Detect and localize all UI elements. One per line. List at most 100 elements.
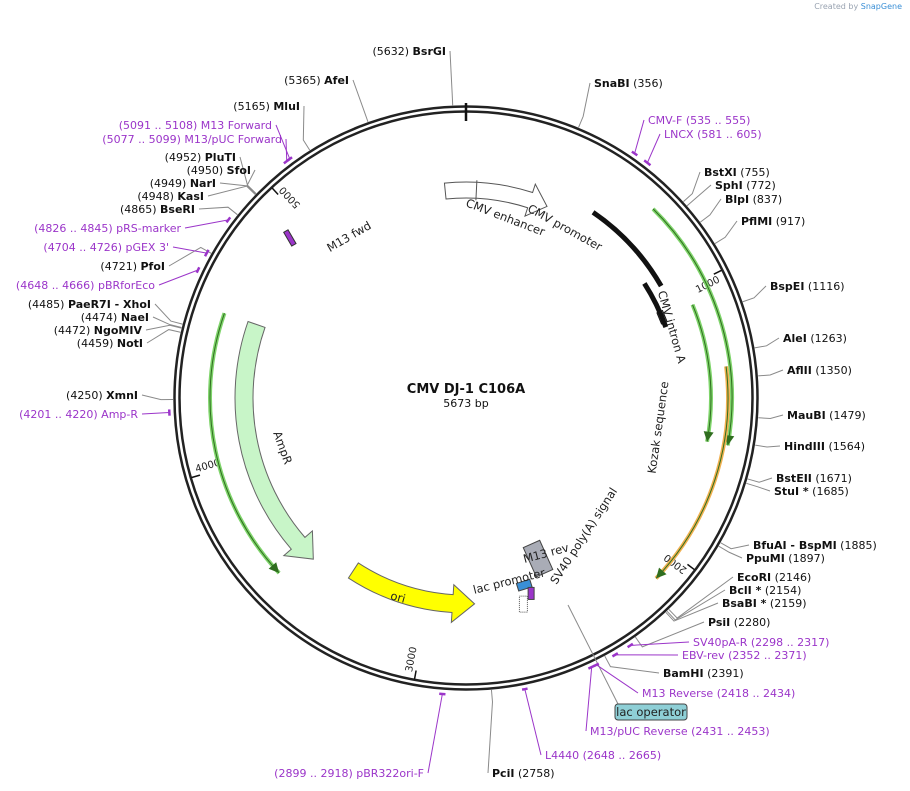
- primer-ebv-rev: EBV-rev (2352 .. 2371): [611, 649, 807, 662]
- scale-tick-2000: [687, 563, 696, 571]
- svg-text:(5365) AfeI: (5365) AfeI: [284, 74, 349, 87]
- svg-text:StuI * (1685): StuI * (1685): [774, 485, 849, 498]
- svg-text:EcoRI (2146): EcoRI (2146): [737, 571, 811, 584]
- feature-label-sv40-poly-a-signal: SV40 poly(A) signal: [547, 485, 620, 587]
- svg-text:(4826 .. 4845) pRS-marker: (4826 .. 4845) pRS-marker: [34, 222, 181, 235]
- feature-kozak-bar: [642, 282, 669, 328]
- svg-text:(4950) SfoI: (4950) SfoI: [187, 164, 251, 177]
- svg-text:L4440 (2648 .. 2665): L4440 (2648 .. 2665): [545, 749, 661, 762]
- site-bsrgi: (5632) BsrGI: [372, 45, 454, 106]
- svg-text:SphI (772): SphI (772): [715, 179, 776, 192]
- svg-text:AleI (1263): AleI (1263): [783, 332, 847, 345]
- site-maubi: MauBI (1479): [758, 409, 866, 422]
- primer-sv40pa-r: SV40pA-R (2298 .. 2317): [626, 636, 829, 649]
- primer-pbrforeco: (4648 .. 4666) pBRforEco: [16, 266, 201, 292]
- scale-label-3000: 3000: [404, 646, 419, 673]
- svg-text:(4201 .. 4220) Amp-R: (4201 .. 4220) Amp-R: [19, 408, 138, 421]
- site-psii: PsiI (2280): [634, 616, 770, 648]
- svg-text:M13 Reverse (2418 .. 2434): M13 Reverse (2418 .. 2434): [642, 687, 795, 700]
- svg-text:M13/pUC Reverse (2431 .. 2: M13/pUC Reverse (2431 .. 2453): [590, 725, 770, 738]
- svg-text:PciI (2758): PciI (2758): [492, 767, 555, 780]
- primer-l4440: L4440 (2648 .. 2665): [521, 687, 661, 762]
- site-pflmi: PflMI (917): [714, 215, 805, 244]
- svg-text:(4250) XmnI: (4250) XmnI: [66, 389, 138, 402]
- site-ppumi: PpuMI (1897): [718, 545, 825, 565]
- feature-m13-fwd-box: [283, 229, 297, 247]
- site-bfuai-bspmi: BfuAI - BspMI (1885): [720, 539, 877, 552]
- credit-prefix: Created by: [814, 2, 861, 11]
- svg-text:CMV-F (535 .. 555): CMV-F (535 .. 555): [648, 114, 750, 127]
- feature-label-kozak-sequence: Kozak sequence: [645, 381, 672, 475]
- site-hindiii: HindIII (1564): [755, 440, 865, 453]
- site-ngomiv: (4472) NgoMIV: [54, 324, 182, 337]
- svg-text:BamHI (2391): BamHI (2391): [663, 667, 744, 680]
- svg-text:(4704 .. 4726) pGEX 3': (4704 .. 4726) pGEX 3': [43, 241, 169, 254]
- scale-tick-4000: [191, 474, 201, 479]
- feature-label-ampr: AmpR: [270, 429, 295, 466]
- svg-text:BspEI (1116): BspEI (1116): [770, 280, 845, 293]
- svg-text:(4648 .. 4666) pBRforEco: (4648 .. 4666) pBRforEco: [16, 279, 155, 292]
- svg-text:BstEII (1671): BstEII (1671): [776, 472, 852, 485]
- site-aflii: AflII (1350): [758, 364, 852, 377]
- svg-text:lac operator: lac operator: [616, 705, 686, 719]
- site-pluti: (4952) PluTI: [165, 151, 257, 194]
- site-noti: (4459) NotI: [77, 329, 181, 350]
- svg-text:PflMI (917): PflMI (917): [741, 215, 805, 228]
- svg-text:PpuMI (1897): PpuMI (1897): [746, 552, 825, 565]
- scale-tick-5000: [271, 187, 279, 195]
- scale-tick-1000: [713, 269, 723, 275]
- svg-text:(4865) BseRI: (4865) BseRI: [120, 203, 195, 216]
- svg-text:SnaBI (356): SnaBI (356): [594, 77, 663, 90]
- primer-pgex-3: (4704 .. 4726) pGEX 3': [43, 241, 210, 257]
- feature-green-arrow-lower: [690, 303, 714, 443]
- svg-text:EBV-rev (2352 .. 2371): EBV-rev (2352 .. 2371): [682, 649, 807, 662]
- site-pcii: PciI (2758): [487, 689, 555, 780]
- primer-m13-puc-forward: (5077 .. 5099) M13/pUC Forward: [102, 133, 291, 165]
- site-paer7i-xhoi: (4485) PaeR7I - XhoI: [28, 298, 183, 325]
- site-afei: (5365) AfeI: [284, 74, 369, 123]
- svg-text:(5165) MluI: (5165) MluI: [233, 100, 300, 113]
- feature-sv40-polya-box: [522, 539, 554, 578]
- svg-text:(5077 .. 5099) M13/pUC Forwar: (5077 .. 5099) M13/pUC Forward: [102, 133, 282, 146]
- lac-operator-callout: lac operator: [567, 604, 688, 721]
- snapgene-credit: Created by SnapGene: [814, 2, 902, 11]
- svg-text:HindIII (1564): HindIII (1564): [784, 440, 865, 453]
- svg-text:MauBI (1479): MauBI (1479): [787, 409, 866, 422]
- site-alei: AleI (1263): [754, 332, 847, 349]
- feature-green-arrow-left: [208, 312, 281, 575]
- feature-orange-arrow: [654, 366, 730, 580]
- feature-cmv-divider: [475, 180, 478, 201]
- svg-text:BstXI (755): BstXI (755): [704, 166, 770, 179]
- site-bseri: (4865) BseRI: [120, 203, 238, 216]
- site-sphi: SphI (772): [686, 179, 776, 207]
- primer-cmv-f: CMV-F (535 .. 555): [631, 114, 750, 157]
- scale-label-5000: 5000: [278, 184, 303, 210]
- site-bspei: BspEI (1116): [742, 280, 845, 303]
- svg-text:(4485) PaeR7I - XhoI: (4485) PaeR7I - XhoI: [28, 298, 151, 311]
- credit-brand: SnapGene: [860, 2, 902, 11]
- svg-text:(5091 .. 5108) M13 Forward: (5091 .. 5108) M13 Forward: [119, 119, 272, 132]
- feature-cmv-intron-bar: [591, 210, 664, 288]
- site-ecori: EcoRI (2146): [668, 571, 811, 619]
- feature-ori-arrow: [347, 562, 476, 624]
- svg-text:(4948) KasI: (4948) KasI: [137, 190, 204, 203]
- feature-ampr-arrow: [234, 320, 314, 560]
- plasmid-name: CMV DJ-1 C106A: [407, 382, 525, 397]
- primer-amp-r: (4201 .. 4220) Amp-R: [19, 408, 171, 421]
- site-kasi: (4948) KasI: [137, 185, 256, 203]
- svg-text:(4721) PfoI: (4721) PfoI: [100, 260, 165, 273]
- svg-text:(4459) NotI: (4459) NotI: [77, 337, 143, 350]
- feature-lac-promoter-box: [518, 595, 528, 613]
- site-stui: StuI * (1685): [746, 482, 849, 498]
- svg-text:BlpI (837): BlpI (837): [725, 193, 782, 206]
- svg-text:(4472) NgoMIV: (4472) NgoMIV: [54, 324, 143, 337]
- scale-tick-3000: [413, 670, 417, 680]
- svg-text:SV40pA-R (2298 .. 2317): SV40pA-R (2298 .. 2317): [693, 636, 829, 649]
- svg-text:BfuAI - BspMI (1885): BfuAI - BspMI (1885): [753, 539, 877, 552]
- svg-text:(4474) NaeI: (4474) NaeI: [81, 311, 149, 324]
- site-mlui: (5165) MluI: [233, 100, 311, 151]
- site-naei: (4474) NaeI: [81, 311, 182, 329]
- svg-text:LNCX (581 .. 605): LNCX (581 .. 605): [664, 128, 762, 141]
- feature-label-lac-promoter: lac promoter: [472, 565, 547, 596]
- site-bamhi: BamHI (2391): [604, 655, 744, 680]
